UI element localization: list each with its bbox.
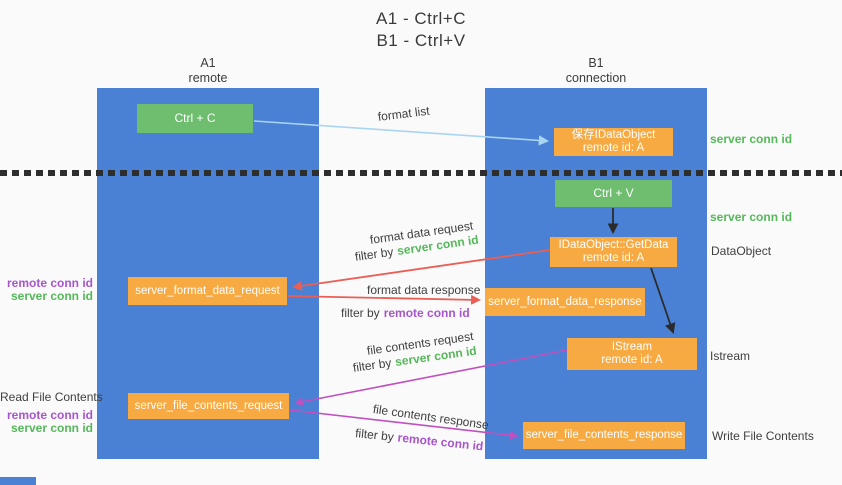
left-server-conn-id-1: server conn id xyxy=(10,289,93,303)
title-line-2: B1 - Ctrl+V xyxy=(376,31,466,51)
left-conn-id-group-2: remote conn id server conn id xyxy=(0,409,93,435)
bottom-left-blue-artifact xyxy=(0,477,36,485)
right-label-server-conn-id-2: server conn id xyxy=(710,210,793,224)
arrow-label-format-list: format list xyxy=(377,103,431,124)
left-remote-conn-id-2: remote conn id xyxy=(6,408,93,422)
left-conn-id-group-1: remote conn id server conn id xyxy=(0,277,93,303)
istream-line1: IStream xyxy=(611,341,653,353)
node-server-file-contents-response: server_file_contents_response xyxy=(523,422,685,449)
node-ctrl-c: Ctrl + C xyxy=(137,104,253,133)
lane-b1-name: B1 xyxy=(588,56,604,70)
right-label-server-conn-id-1: server conn id xyxy=(710,132,793,146)
arrow-label-format-data-response: format data response xyxy=(367,283,481,297)
filter-by-text: filter by xyxy=(354,244,395,264)
filter-by-text: filter by xyxy=(352,355,393,375)
lane-a1-subtitle: remote xyxy=(188,71,228,85)
node-save-idataobject: 保存IDataObject remote id: A xyxy=(554,128,673,156)
server-file-contents-request-label: server_file_contents_request xyxy=(134,399,283,412)
diagram-title: A1 - Ctrl+C B1 - Ctrl+V xyxy=(0,8,842,52)
lane-b1-subtitle: connection xyxy=(565,71,627,85)
server-format-data-request-label: server_format_data_request xyxy=(135,284,280,297)
ctrl-c-label: Ctrl + C xyxy=(174,111,216,125)
ctrl-v-label: Ctrl + V xyxy=(593,186,634,200)
server-file-contents-response-label: server_file_contents_response xyxy=(525,429,683,441)
right-label-istream: Istream xyxy=(710,349,751,363)
node-ctrl-v: Ctrl + V xyxy=(555,180,672,207)
filter-by-text: filter by xyxy=(354,426,395,444)
node-server-format-data-response: server_format_data_response xyxy=(485,288,645,316)
getdata-line2: remote id: A xyxy=(582,252,645,264)
arrow-label-file-contents-response: file contents response xyxy=(372,402,490,433)
node-server-file-contents-request: server_file_contents_request xyxy=(128,393,289,419)
istream-line2: remote id: A xyxy=(601,354,663,366)
left-server-conn-id-2: server conn id xyxy=(10,421,93,435)
server-format-data-response-label: server_format_data_response xyxy=(488,295,642,308)
lane-a1-header: A1 remote xyxy=(97,56,319,86)
node-server-format-data-request: server_format_data_request xyxy=(128,277,287,305)
lane-b1-header: B1 connection xyxy=(485,56,707,86)
save-idataobject-line2: remote id: A xyxy=(582,142,645,154)
session-divider-dotted-line xyxy=(0,170,842,176)
getdata-line1: IDataObject::GetData xyxy=(558,239,669,251)
remote-conn-id-text: remote conn id xyxy=(383,306,470,320)
left-remote-conn-id-1: remote conn id xyxy=(6,276,93,290)
remote-conn-id-text: remote conn id xyxy=(396,430,484,454)
title-line-1: A1 - Ctrl+C xyxy=(375,9,467,28)
filter-by-text: filter by xyxy=(341,306,380,320)
save-idataobject-line1: 保存IDataObject xyxy=(571,129,656,141)
right-label-write-file-contents: Write File Contents xyxy=(712,429,814,443)
right-label-dataobject: DataObject xyxy=(711,244,772,258)
node-idataobject-getdata: IDataObject::GetData remote id: A xyxy=(550,237,677,267)
left-label-read-file-contents: Read File Contents xyxy=(0,390,103,404)
node-istream: IStream remote id: A xyxy=(567,338,697,370)
lane-a1-name: A1 xyxy=(200,56,216,70)
